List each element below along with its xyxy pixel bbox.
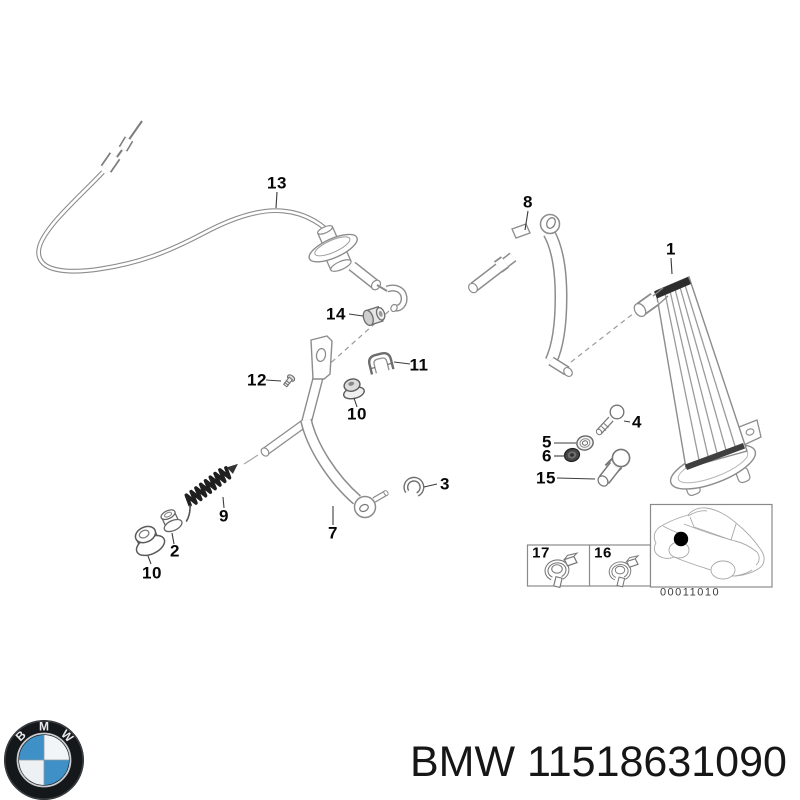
lever-7-drawing [260,335,389,519]
assembly-dashed-lines [324,310,635,369]
callout-8: 8 [523,192,533,212]
brand-part-number: BMW 11518631090 [410,738,787,786]
logo-letter-m: M [39,720,49,734]
small-hardware-drawing [563,404,631,487]
bushing-2-drawing [160,509,183,533]
bushing-14-drawing [362,305,386,327]
callout-6: 6 [542,446,552,466]
callout-13: 13 [267,173,287,193]
socket-15-drawing [597,448,631,487]
callout-10-lower: 10 [142,563,162,583]
bmw-logo: B M W [4,720,84,800]
location-dot [673,531,689,547]
callout-4: 4 [632,412,642,432]
callout-15: 15 [536,468,556,488]
callout-14: 14 [326,304,346,324]
callout-3: 3 [440,474,450,494]
spring-9-drawing [184,454,259,523]
leader-lines [147,191,673,565]
callout-16: 16 [594,544,612,562]
lever-8-drawing [467,213,573,378]
inset-diagram-code: 00011010 [659,586,721,599]
callout-11: 11 [409,355,429,375]
nut-6-drawing [563,447,581,463]
callout-9: 9 [219,506,229,526]
clip-11-drawing [368,352,395,375]
c-clip-3-drawing [403,476,425,497]
cable-grommet-disc [308,225,358,272]
pedal-1-drawing [633,276,762,497]
callout-10-upper: 10 [347,404,367,424]
callout-12: 12 [247,370,267,390]
washer-5-drawing [576,435,594,451]
bushing-10-upper-drawing [342,378,365,400]
grommet-10-lower-drawing [134,525,166,557]
inset-box [526,503,773,590]
screw-12-drawing [282,374,296,388]
callout-17: 17 [532,544,550,562]
callout-1: 1 [666,239,676,259]
throttle-cable-drawing [36,120,408,313]
callout-7: 7 [328,523,338,543]
callout-5: 5 [542,432,552,452]
callout-2: 2 [170,541,180,561]
